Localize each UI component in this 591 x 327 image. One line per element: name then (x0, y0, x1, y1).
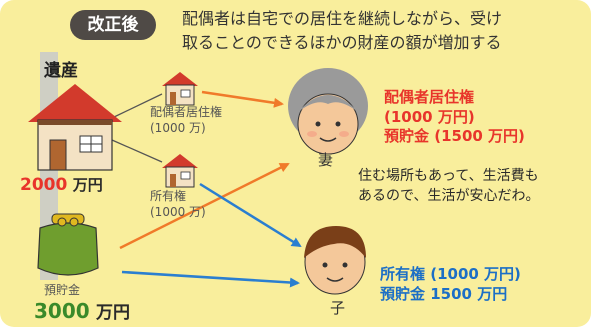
wife-quote: 住む場所もあって、生活費も あるので、生活が安心だわ。 (358, 166, 539, 207)
arrow-ownership-to-child (199, 182, 302, 248)
wife-inheritance: 配偶者居住権 (1000 万円) 預貯金 (1500 万円) (384, 88, 525, 147)
savings-label: 預貯金 (44, 283, 81, 297)
wife-quote-line-1: 住む場所もあって、生活費も (358, 168, 539, 184)
wallet-icon (37, 213, 99, 276)
small-house-icon-residence (162, 72, 198, 106)
estate-label: 遺産 (44, 61, 78, 81)
arrow-savings-to-child (121, 270, 300, 288)
headline-line-1: 配偶者は自宅での居住を継続しながら、受け (182, 9, 503, 28)
connector-line-top (111, 93, 163, 119)
home-value-number: 2000 (20, 175, 68, 195)
home-value-unit: 万円 (72, 176, 103, 194)
home-value: 2000 万円 (20, 175, 103, 196)
child-inheritance-line-1: 所有権 (1000 万円) (380, 265, 521, 283)
wife-inheritance-line-1: 配偶者居住権 (384, 88, 475, 106)
grandmother-icon (288, 68, 368, 155)
child-inheritance: 所有権 (1000 万円) 預貯金 1500 万円 (380, 264, 521, 305)
savings-value-unit: 万円 (96, 303, 131, 323)
child-inheritance-line-2: 預貯金 1500 万円 (380, 285, 508, 304)
arrow-residence-to-wife (201, 90, 284, 108)
house-icon (28, 84, 122, 171)
residence-right-label: 配偶者居住権 (150, 105, 223, 119)
connector-line-bottom (111, 139, 163, 163)
savings-value-number: 3000 (34, 299, 90, 323)
child-label: 子 (330, 299, 346, 317)
residence-right-value: (1000 万) (150, 121, 206, 135)
after-revision-tag: 改正後 (70, 10, 156, 40)
wife-quote-line-2: あるので、生活が安心だわ。 (358, 188, 540, 205)
wife-inheritance-line-2: (1000 万円) (384, 107, 475, 126)
ownership-value: (1000 万) (150, 205, 206, 219)
ownership-label: 所有権 (150, 189, 187, 203)
headline-line-2: 取ることのできるほかの財産の額が増加する (182, 33, 502, 52)
wife-label: 妻 (318, 151, 334, 169)
headline: 配偶者は自宅での居住を継続しながら、受け 取ることのできるほかの財産の額が増加す… (182, 7, 502, 55)
small-house-icon-ownership (162, 154, 198, 188)
wife-inheritance-line-3: 預貯金 (1500 万円) (384, 127, 525, 145)
boy-icon (304, 226, 366, 295)
savings-value: 3000 万円 (34, 300, 130, 324)
arrow-savings-to-wife (119, 162, 290, 250)
